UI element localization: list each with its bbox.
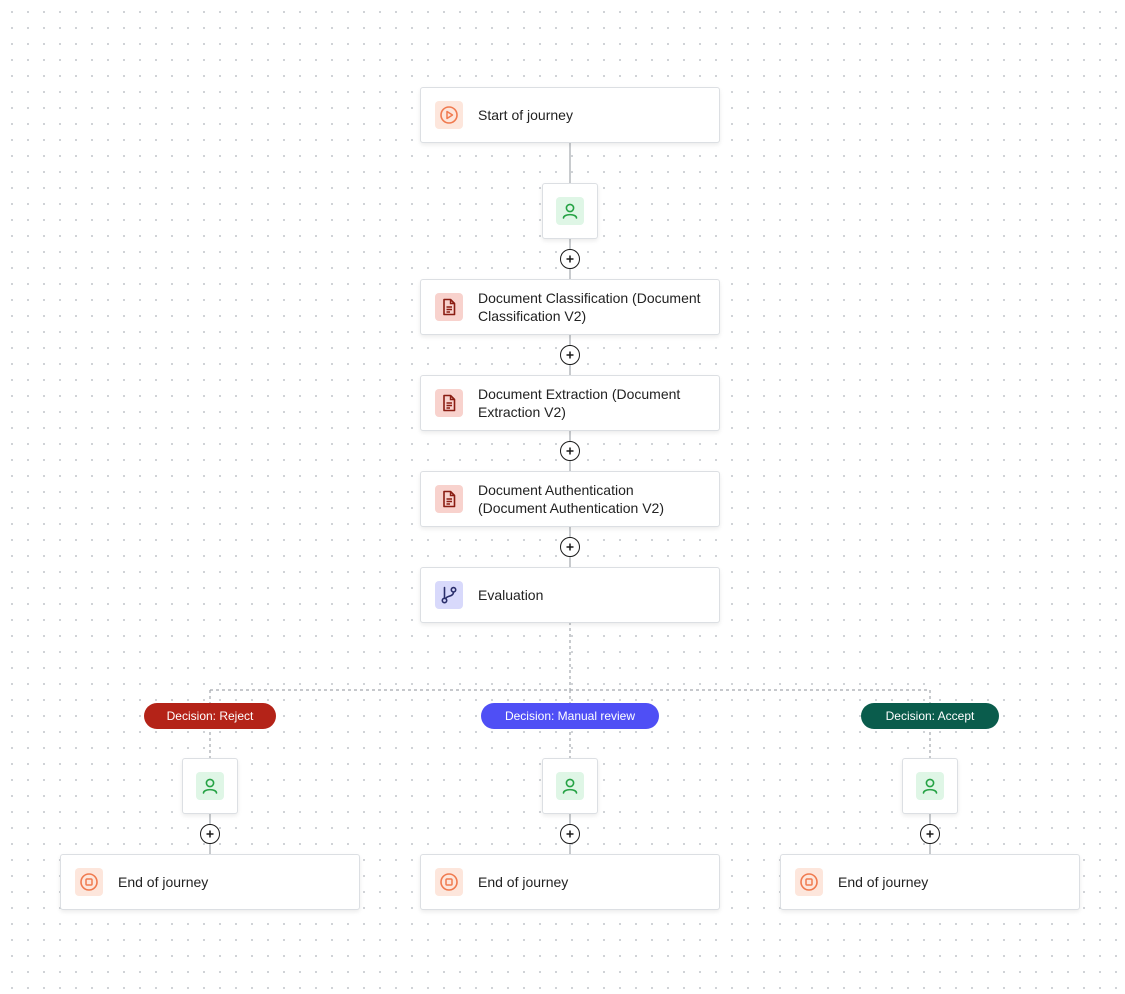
decision-reject-badge[interactable]: Decision: Reject — [144, 703, 276, 729]
node-label: Evaluation — [478, 587, 544, 603]
plus-icon — [566, 830, 574, 838]
stop-icon — [795, 868, 823, 896]
add-step-button[interactable] — [560, 249, 580, 269]
evaluation-node[interactable]: Evaluation — [420, 567, 720, 623]
add-step-button[interactable] — [920, 824, 940, 844]
document-authentication-node[interactable]: Document Authentication (Document Authen… — [420, 471, 720, 527]
plus-icon — [566, 351, 574, 359]
accept-end-of-journey-node[interactable]: End of journey — [780, 854, 1080, 910]
reject-end-of-journey-node[interactable]: End of journey — [60, 854, 360, 910]
person-icon — [556, 772, 584, 800]
person-icon — [196, 772, 224, 800]
document-classification-node[interactable]: Document Classification (Document Classi… — [420, 279, 720, 335]
plus-icon — [206, 830, 214, 838]
stop-icon — [75, 868, 103, 896]
node-label: End of journey — [838, 874, 929, 890]
manual-review-end-of-journey-node[interactable]: End of journey — [420, 854, 720, 910]
document-extraction-node[interactable]: Document Extraction (Document Extraction… — [420, 375, 720, 431]
node-label: Document Classification (Document Classi… — [478, 290, 701, 324]
add-step-button[interactable] — [560, 537, 580, 557]
user-step-node[interactable] — [542, 183, 598, 239]
person-icon — [916, 772, 944, 800]
add-step-button[interactable] — [560, 345, 580, 365]
stop-icon — [435, 868, 463, 896]
start-of-journey-node[interactable]: Start of journey — [420, 87, 720, 143]
document-icon — [435, 485, 463, 513]
decision-accept-badge[interactable]: Decision: Accept — [861, 703, 999, 729]
document-icon — [435, 293, 463, 321]
node-label: Start of journey — [478, 107, 573, 123]
manual-review-user-step-node[interactable] — [542, 758, 598, 814]
play-icon — [435, 101, 463, 129]
node-label: End of journey — [478, 874, 569, 890]
node-label: Document Authentication (Document Authen… — [478, 482, 664, 516]
plus-icon — [566, 255, 574, 263]
reject-user-step-node[interactable] — [182, 758, 238, 814]
add-step-button[interactable] — [560, 824, 580, 844]
accept-user-step-node[interactable] — [902, 758, 958, 814]
branch-icon — [435, 581, 463, 609]
node-label: End of journey — [118, 874, 209, 890]
node-label: Document Extraction (Document Extraction… — [478, 386, 681, 420]
plus-icon — [566, 543, 574, 551]
add-step-button[interactable] — [200, 824, 220, 844]
plus-icon — [566, 447, 574, 455]
document-icon — [435, 389, 463, 417]
person-icon — [556, 197, 584, 225]
decision-manual-review-badge[interactable]: Decision: Manual review — [481, 703, 659, 729]
plus-icon — [926, 830, 934, 838]
add-step-button[interactable] — [560, 441, 580, 461]
